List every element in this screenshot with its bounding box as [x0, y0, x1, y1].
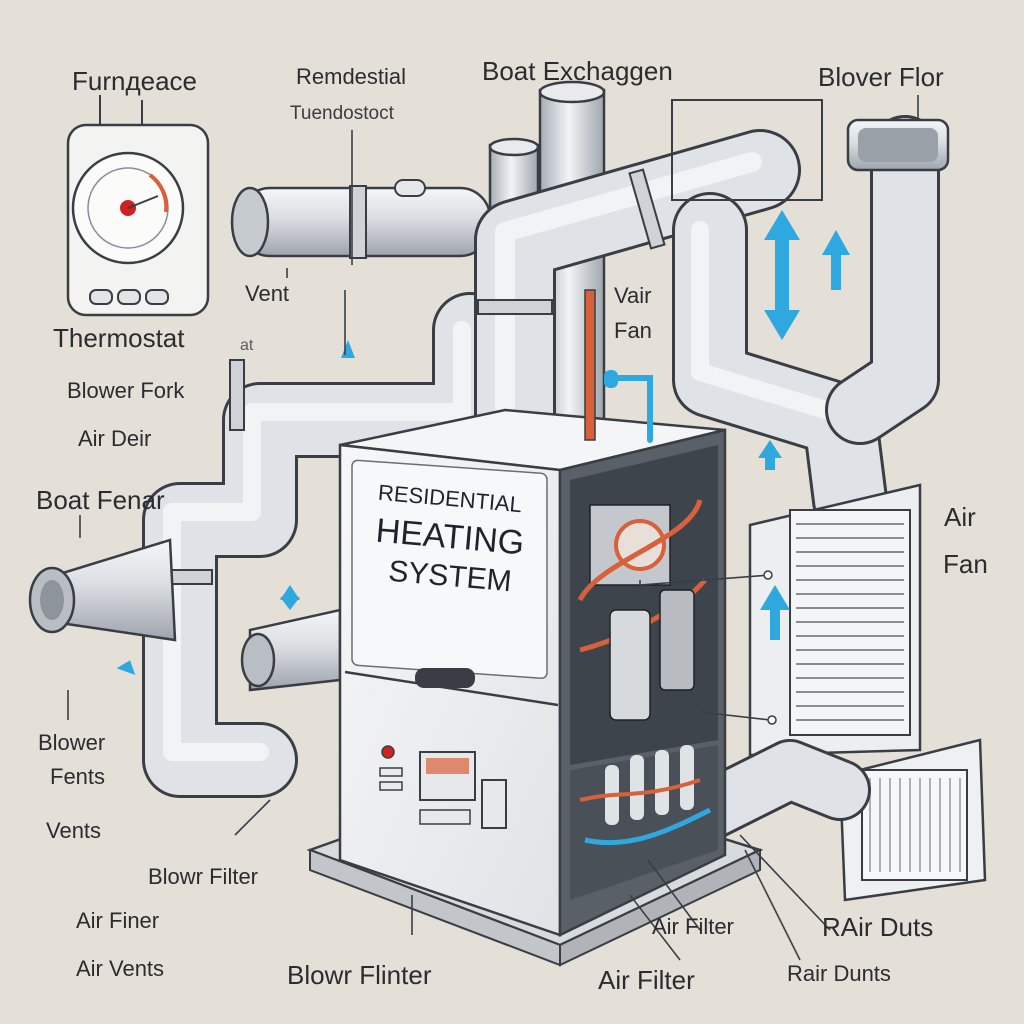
label-blowr-filter: Blowr Filter — [148, 864, 259, 889]
heat-line — [584, 289, 653, 443]
label-vair: Vair — [614, 283, 652, 308]
air-filter-icon — [838, 738, 987, 902]
label-thermostat: Thermostat — [53, 323, 185, 353]
label-blowr-flinter: Blowr Flinter — [287, 960, 432, 990]
label-vent: Vent — [245, 281, 290, 306]
label-air-filter-2: Air Filter — [598, 965, 695, 995]
supply-duct — [474, 129, 801, 491]
return-duct — [671, 99, 950, 538]
label-fents: Fents — [50, 764, 106, 789]
label-rair-dunts: Rair Dunts — [787, 961, 891, 986]
label-rair-duts: RAir Duts — [822, 912, 934, 942]
label-boat-fenar: Boat Fenar — [36, 485, 165, 515]
furnace-internals — [570, 445, 718, 900]
label-fan-right: Fan — [943, 549, 988, 579]
label-residential-2: Tuendostoct — [290, 103, 394, 124]
label-fan: Fan — [614, 318, 652, 343]
label-blower-fork: Blower Fork — [67, 378, 185, 403]
label-air-filter-1: Air Filter — [652, 914, 734, 939]
up-down-arrow-icon — [116, 210, 850, 676]
label-air-right: Air — [944, 502, 976, 532]
small-left-outlet — [240, 608, 342, 692]
label-air-vents: Air Vents — [76, 956, 165, 981]
leader-lines — [67, 95, 919, 961]
label-vents: Vents — [46, 818, 102, 843]
top-left-pipe — [230, 179, 492, 259]
left-outlet — [28, 538, 177, 642]
label-air-finer: Air Finer — [76, 908, 160, 933]
label-air-deir: Air Deir — [78, 426, 152, 451]
thermostat-device — [66, 95, 210, 317]
label-blower-fan-top: Blover Flor — [818, 62, 944, 92]
label-furnace: Furnдeace — [72, 66, 198, 96]
label-blower: Blower — [38, 730, 106, 755]
air-handler-box — [748, 483, 922, 757]
label-residential-1: Remdestial — [296, 64, 407, 89]
label-heat-exchanger: Boat Exchaggen — [482, 56, 673, 86]
label-at: at — [240, 337, 254, 354]
